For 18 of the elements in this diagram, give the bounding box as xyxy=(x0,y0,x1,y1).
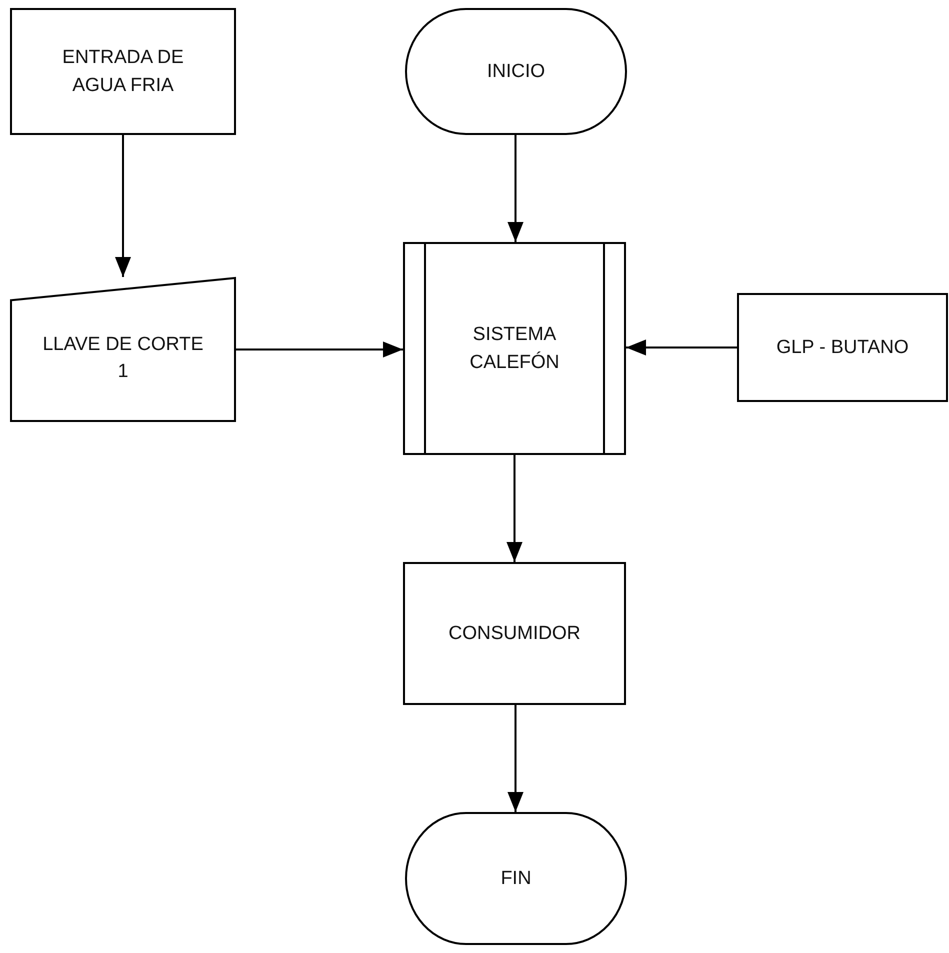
node-label: INICIO xyxy=(486,60,546,84)
arrow xyxy=(506,455,522,562)
node-label: ENTRADA DE AGUA FRIA xyxy=(61,46,185,98)
predefined-process-box xyxy=(403,242,626,455)
node-label: LLAVE DE CORTE 1 xyxy=(42,332,204,384)
arrow xyxy=(236,342,403,358)
manual-input-shape xyxy=(10,277,236,422)
process-box xyxy=(10,8,236,135)
node-label: CONSUMIDOR xyxy=(448,622,582,646)
arrow xyxy=(115,135,131,277)
node-label: SISTEMA CALEFÓN xyxy=(468,322,560,374)
process-box xyxy=(403,562,626,705)
node-label: FIN xyxy=(500,866,532,891)
arrow xyxy=(508,135,524,242)
arrow xyxy=(626,340,737,356)
arrow xyxy=(508,705,524,812)
node-label: GLP - BUTANO xyxy=(775,336,910,360)
process-box xyxy=(737,293,948,402)
